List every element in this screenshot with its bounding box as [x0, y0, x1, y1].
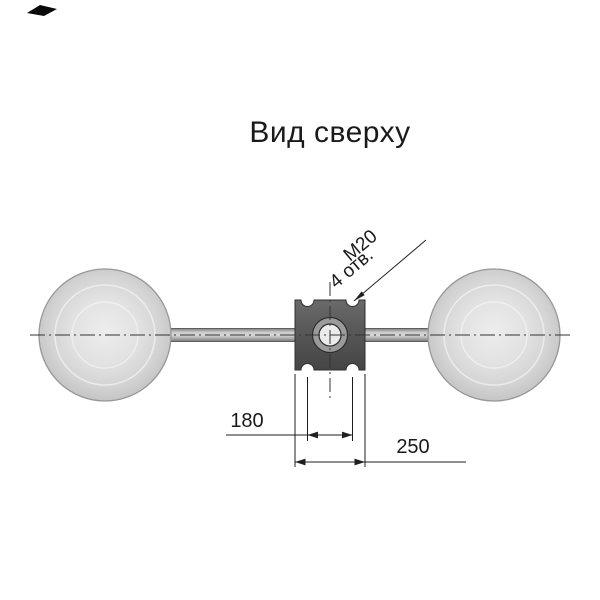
dim180-arrow-right [342, 431, 353, 439]
dimension-250: 250 [294, 374, 466, 467]
dim180-arrow-left [307, 431, 318, 439]
dim180-label: 180 [230, 410, 263, 432]
thread-leader-arrow [354, 291, 365, 301]
dim250-arrow-left [295, 458, 306, 466]
dimension-180: 180 [226, 377, 353, 441]
dim250-label: 250 [396, 436, 429, 458]
view-title: Вид сверху [249, 116, 410, 149]
dim250-arrow-right [354, 458, 365, 466]
corner-artifact [27, 5, 57, 16]
thread-leader-line [353, 239, 427, 302]
